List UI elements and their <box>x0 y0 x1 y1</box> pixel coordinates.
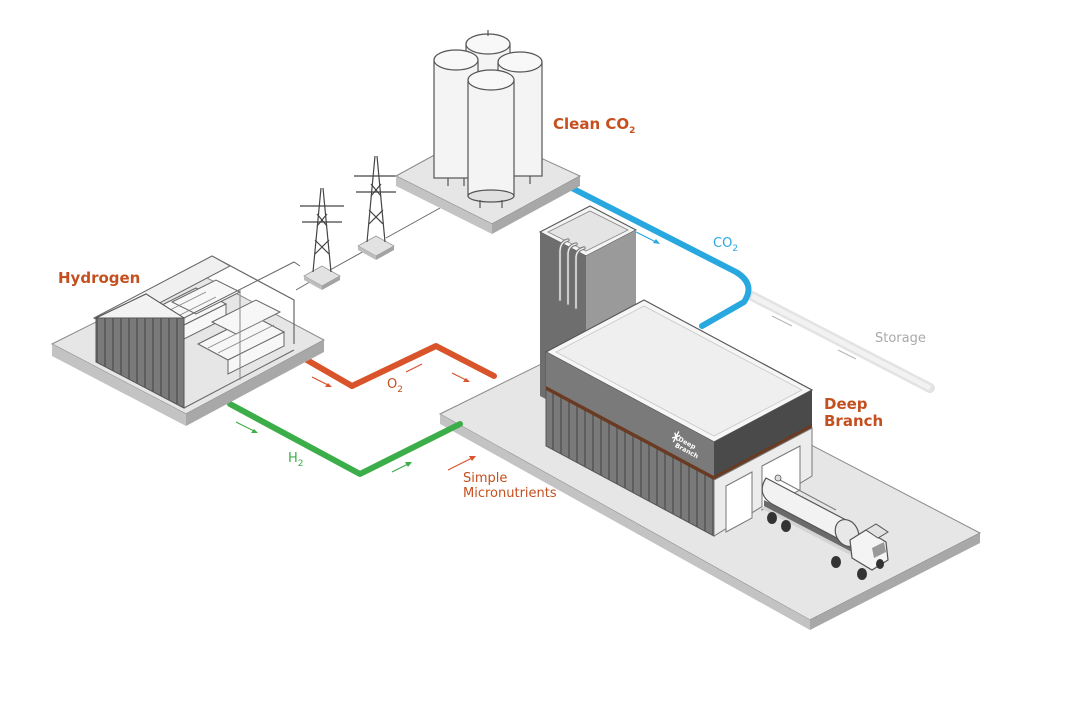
h2-subscript: 2 <box>297 459 304 469</box>
deep-branch-line1: Deep <box>824 395 868 413</box>
deep-branch-building <box>538 205 814 537</box>
micronutrients-line2: Micronutrients <box>463 485 557 501</box>
micronutrients-line1: Simple <box>463 471 508 486</box>
clean-co2-label: Clean CO2 <box>553 115 636 136</box>
h2-pipe <box>227 401 463 477</box>
h2-main-text: H <box>288 451 298 466</box>
h2-pipe-label: H2 <box>288 451 304 469</box>
storage-label-text: Storage <box>875 331 926 346</box>
o2-subscript: 2 <box>397 385 403 395</box>
tanker-truck-icon <box>760 474 889 580</box>
pylon-left-icon <box>300 187 344 290</box>
co2-tanks-icon <box>433 30 543 208</box>
o2-main-text: O <box>387 377 398 392</box>
hydrogen-label-text: Hydrogen <box>58 269 141 287</box>
co2-pipe <box>557 179 752 329</box>
co2-main-text: CO <box>713 236 733 251</box>
micronutrients-arrow <box>447 456 476 471</box>
storage-label: Storage <box>875 331 926 347</box>
deep-branch-line2: Branch <box>824 412 884 431</box>
co2-pipe-label: CO2 <box>713 236 739 254</box>
clean-co2-subscript: 2 <box>629 126 636 136</box>
micronutrients-label: Simple Micronutrients <box>463 471 557 502</box>
o2-pipe-label: O2 <box>387 377 403 395</box>
deep-branch-logo-icon <box>671 431 681 443</box>
storage-pipe <box>747 291 935 393</box>
clean-co2-main-text: Clean CO <box>553 115 630 133</box>
pylon-right-icon <box>354 155 398 260</box>
deep-branch-label: Deep Branch <box>824 395 884 431</box>
hydrogen-label: Hydrogen <box>58 269 141 287</box>
hydrogen-building-icon <box>92 255 301 409</box>
o2-pipe <box>297 343 497 389</box>
co2-subscript: 2 <box>732 244 739 254</box>
